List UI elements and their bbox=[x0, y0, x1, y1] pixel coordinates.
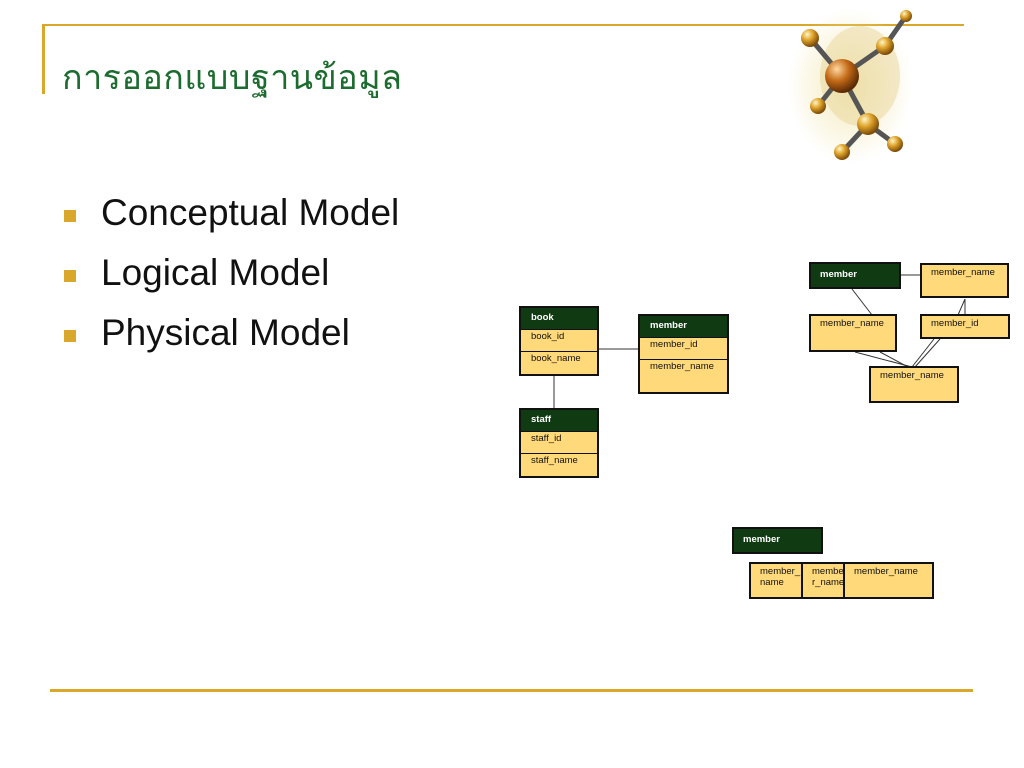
bullet-label: Physical Model bbox=[101, 312, 350, 353]
bullet-square-icon bbox=[64, 330, 76, 342]
entity-member-header: member bbox=[640, 316, 727, 338]
bullet-label: Logical Model bbox=[101, 252, 330, 293]
entity-member-field: member_name bbox=[650, 361, 714, 372]
conceptual-entity-member: member bbox=[809, 262, 901, 289]
frame-bottom-line bbox=[50, 689, 973, 692]
bullet-item-physical: Physical Model bbox=[64, 310, 399, 370]
bullet-list: Conceptual Model Logical Model Physical … bbox=[64, 190, 399, 370]
conceptual-attribute: member_name bbox=[809, 314, 897, 352]
conceptual-attribute: member_name bbox=[869, 366, 959, 403]
entity-book-field: book_name bbox=[531, 353, 581, 364]
bullet-label: Conceptual Model bbox=[101, 192, 400, 233]
molecule-icon bbox=[788, 8, 912, 164]
entity-member-field: member_id bbox=[640, 338, 727, 360]
bullet-square-icon bbox=[64, 270, 76, 282]
conceptual-attribute: member_id bbox=[920, 314, 1010, 339]
conceptual-attribute: member_name bbox=[920, 263, 1009, 298]
physical-cell: member_name bbox=[801, 562, 849, 599]
entity-book-field: book_id bbox=[521, 330, 597, 352]
physical-cell: member_name bbox=[843, 562, 934, 599]
slide-title: การออกแบบฐานข้อมูล bbox=[62, 58, 403, 98]
entity-book-header: book bbox=[521, 308, 597, 330]
entity-member: member member_id member_name bbox=[638, 314, 729, 394]
frame-left-line bbox=[42, 24, 45, 94]
bullet-item-conceptual: Conceptual Model bbox=[64, 190, 399, 250]
physical-entity-member: member bbox=[732, 527, 823, 554]
entity-book: book book_id book_name bbox=[519, 306, 599, 376]
bullet-square-icon bbox=[64, 210, 76, 222]
entity-staff-header: staff bbox=[521, 410, 597, 432]
physical-cell: member_name bbox=[749, 562, 805, 599]
entity-staff-field: staff_name bbox=[531, 455, 578, 466]
frame-top-line bbox=[42, 24, 964, 26]
entity-staff: staff staff_id staff_name bbox=[519, 408, 599, 478]
bullet-item-logical: Logical Model bbox=[64, 250, 399, 310]
entity-staff-field: staff_id bbox=[521, 432, 597, 454]
